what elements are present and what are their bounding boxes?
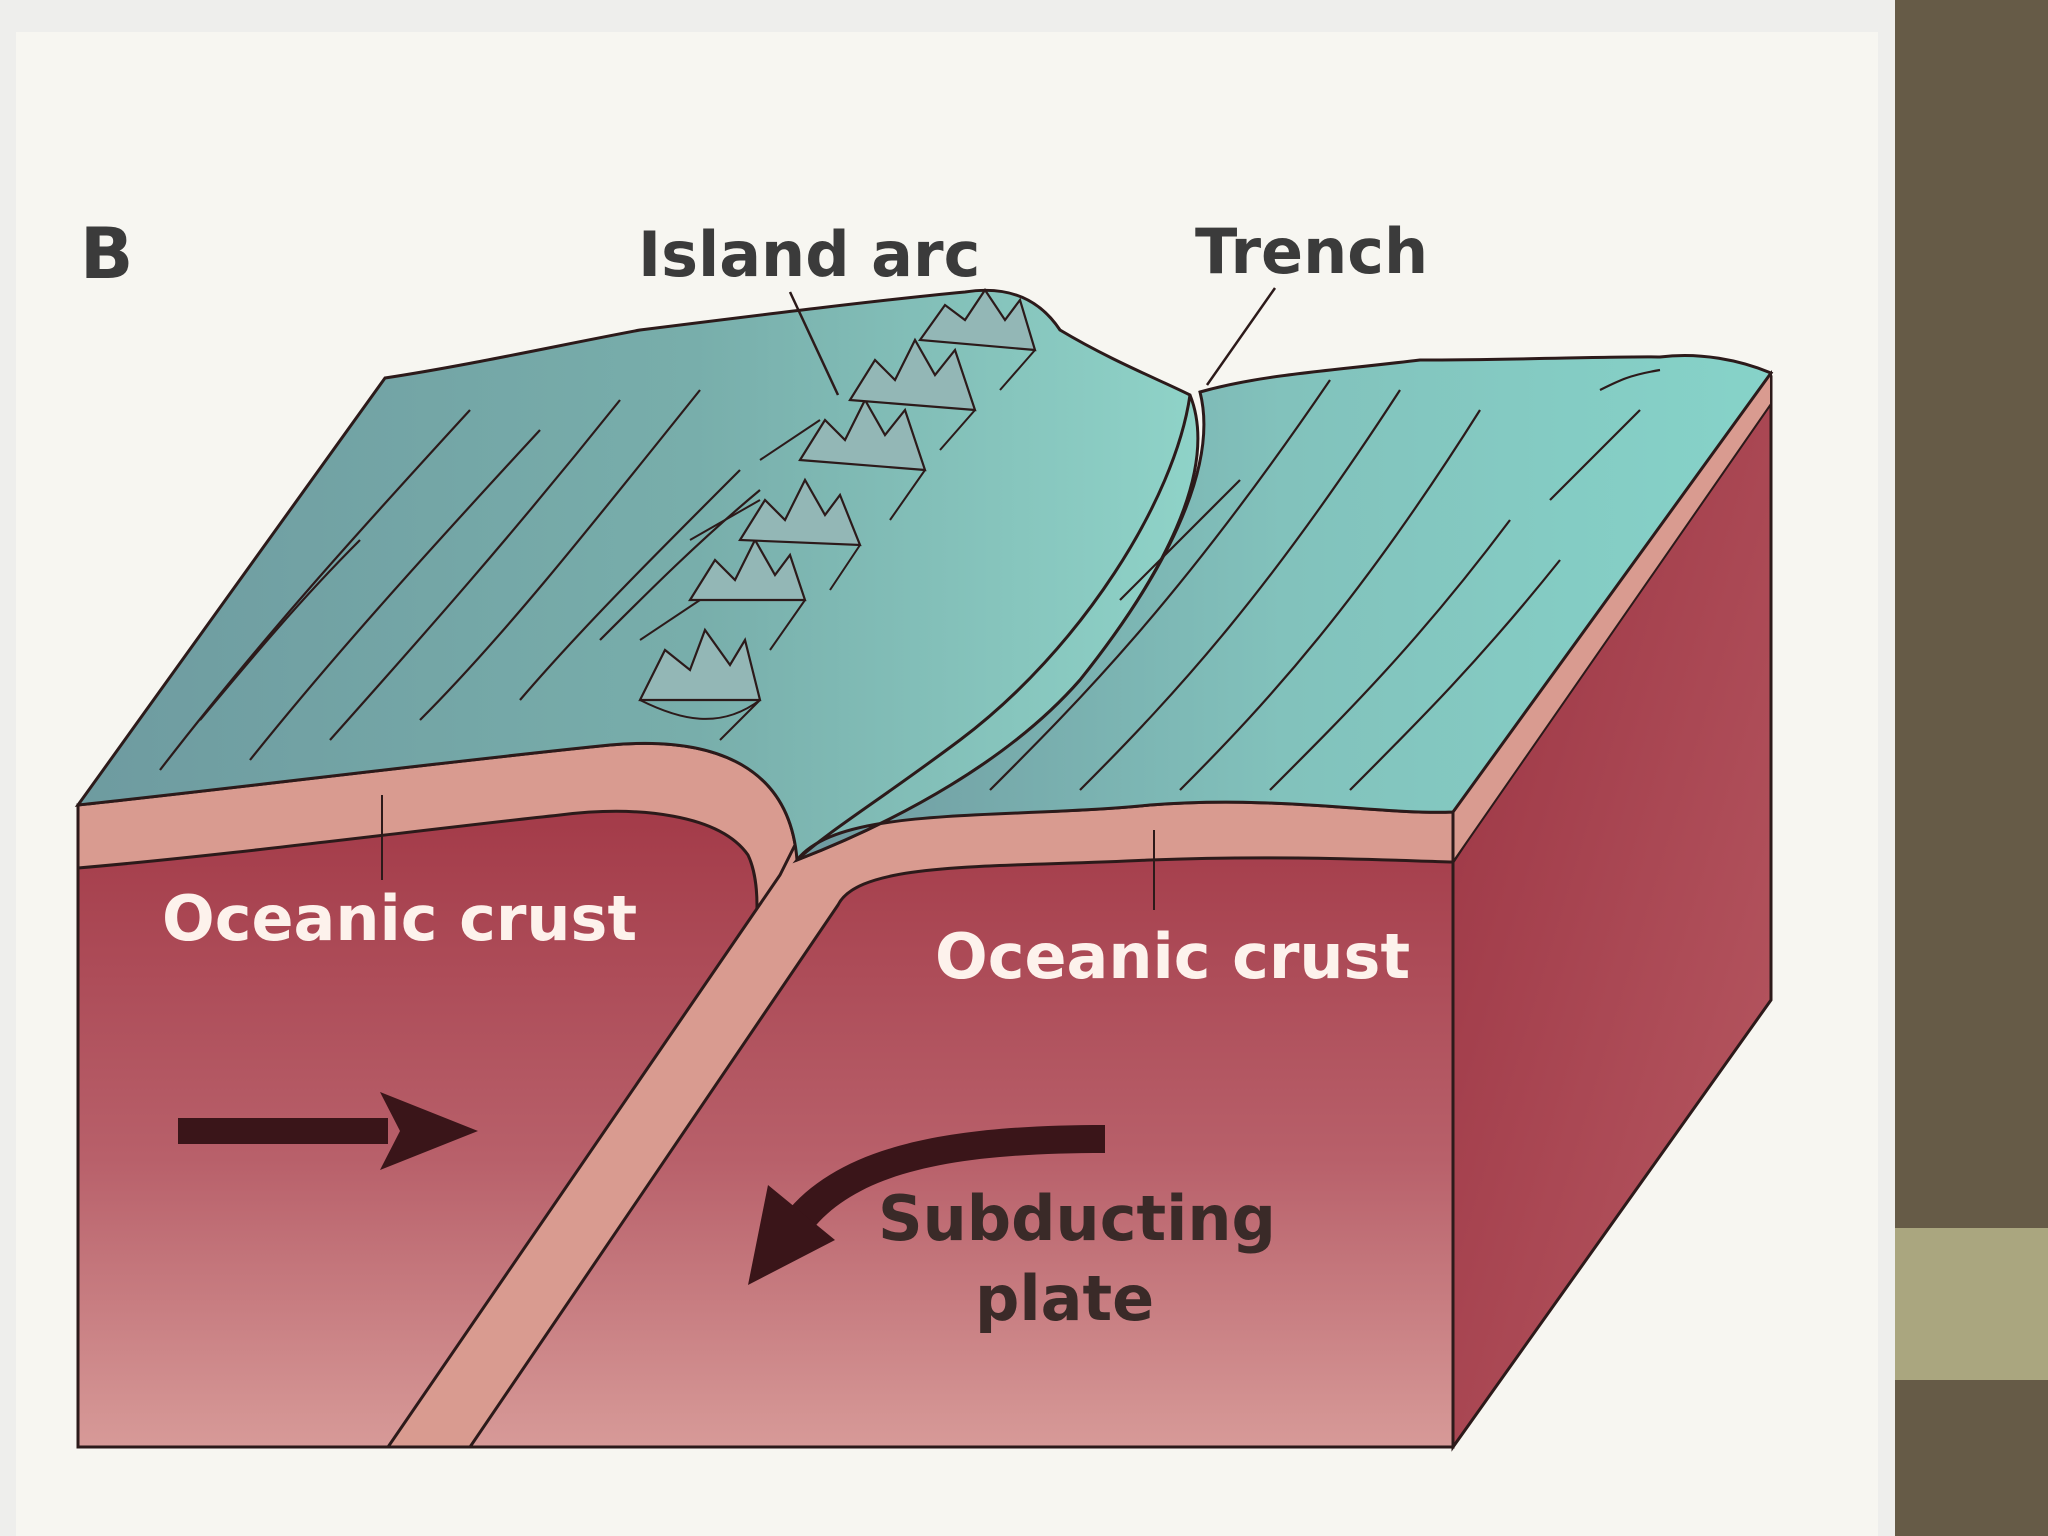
plate-label: plate xyxy=(975,1262,1154,1335)
panel-letter: B xyxy=(80,213,133,295)
oceanic-crust-label-right: Oceanic crust xyxy=(935,920,1410,993)
subducting-label: Subducting xyxy=(878,1182,1276,1255)
island-arc-label: Island arc xyxy=(638,218,980,291)
trench-label: Trench xyxy=(1195,215,1428,288)
oceanic-crust-label-left: Oceanic crust xyxy=(162,882,637,955)
side-accent-bar xyxy=(1895,1228,2048,1380)
